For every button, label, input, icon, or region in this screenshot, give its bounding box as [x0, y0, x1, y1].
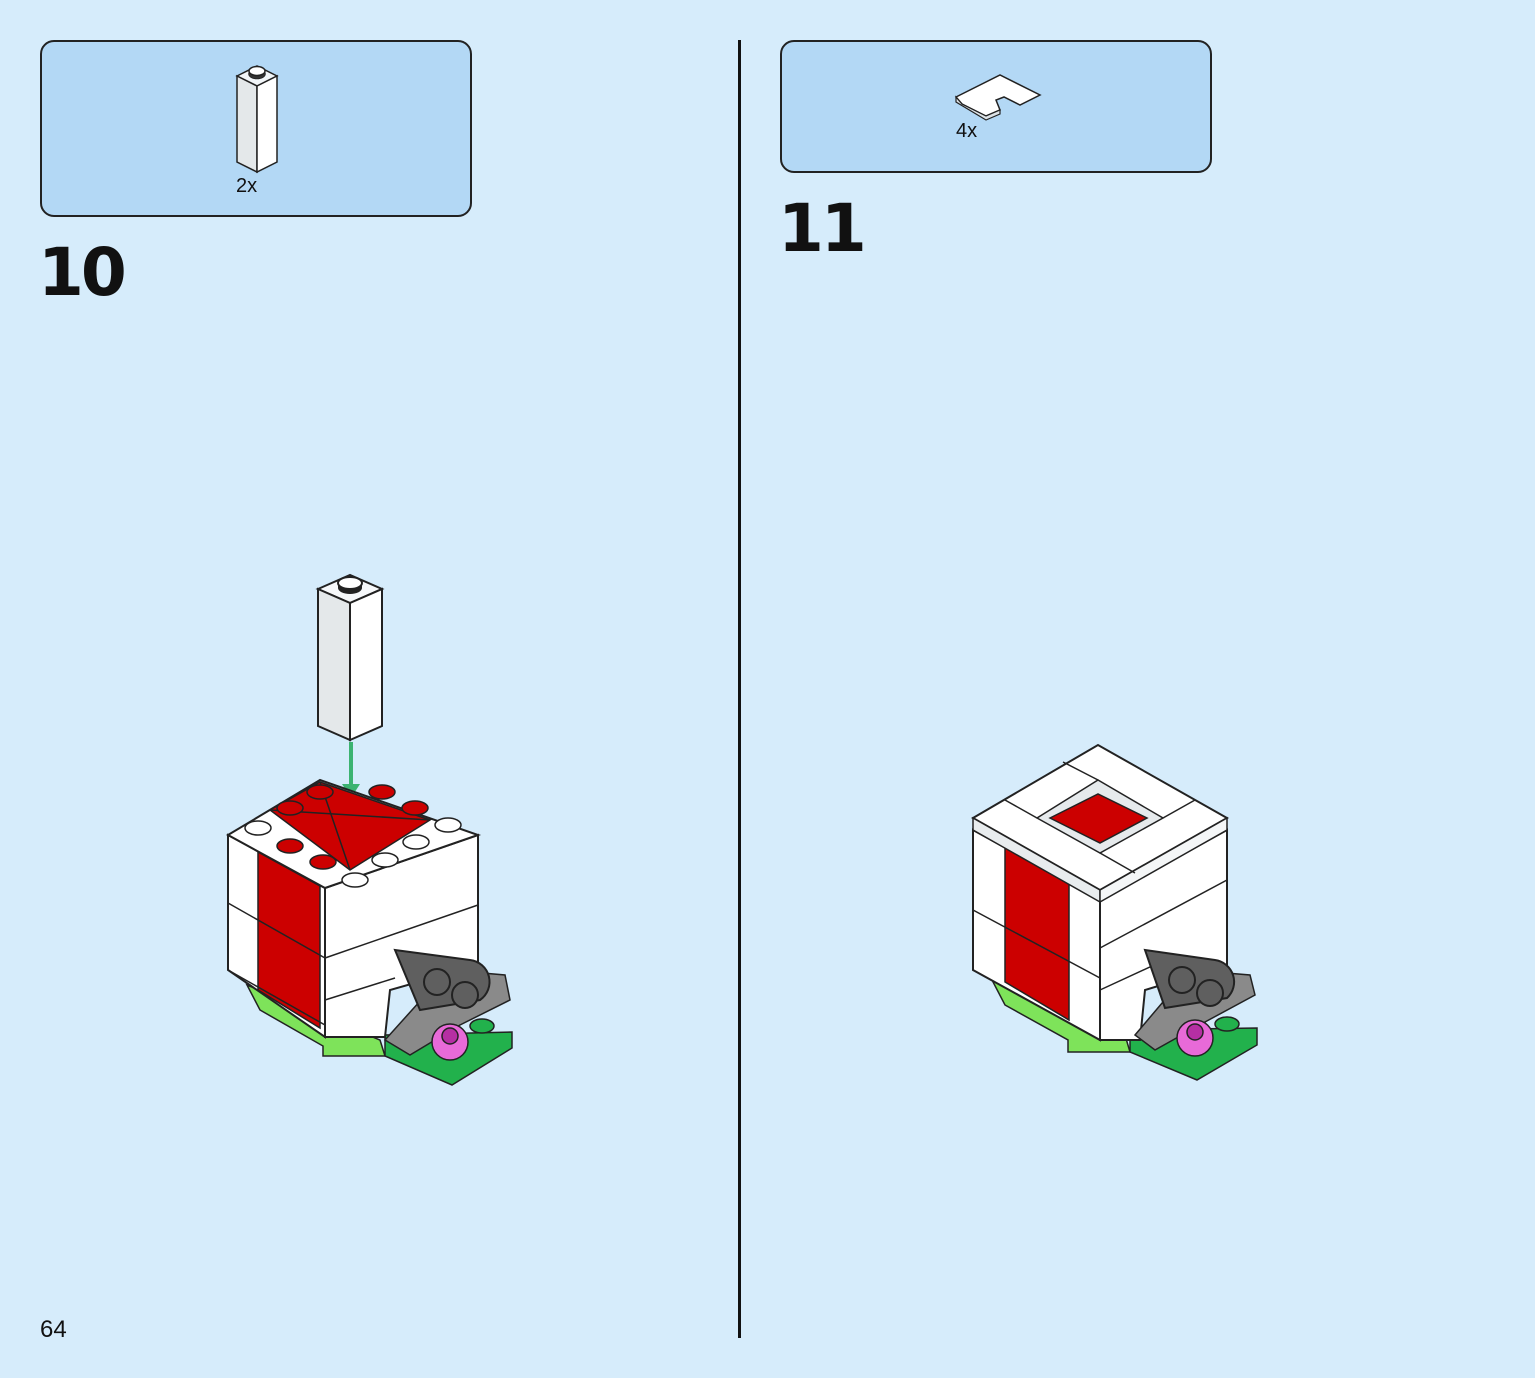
page-number: 64 [40, 1316, 67, 1343]
pink-flower-icon [431, 1023, 469, 1061]
part-quantity: 2x [236, 175, 258, 197]
parts-callout-step-11: 4x [780, 40, 1212, 173]
white-1x1x3-brick-icon [315, 573, 385, 742]
parts-callout-step-10: 2x [40, 40, 472, 217]
step-number: 11 [778, 190, 867, 267]
page-divider [738, 40, 741, 1338]
part-quantity: 4x [956, 120, 978, 142]
pink-flower-icon [1176, 1019, 1214, 1057]
step-number: 10 [38, 234, 127, 311]
white-1x1x3-brick-icon [235, 65, 279, 174]
white-corner-tile-icon [954, 74, 1042, 121]
build-model-step-11 [970, 743, 1258, 1081]
build-model-step-10 [225, 573, 513, 1086]
